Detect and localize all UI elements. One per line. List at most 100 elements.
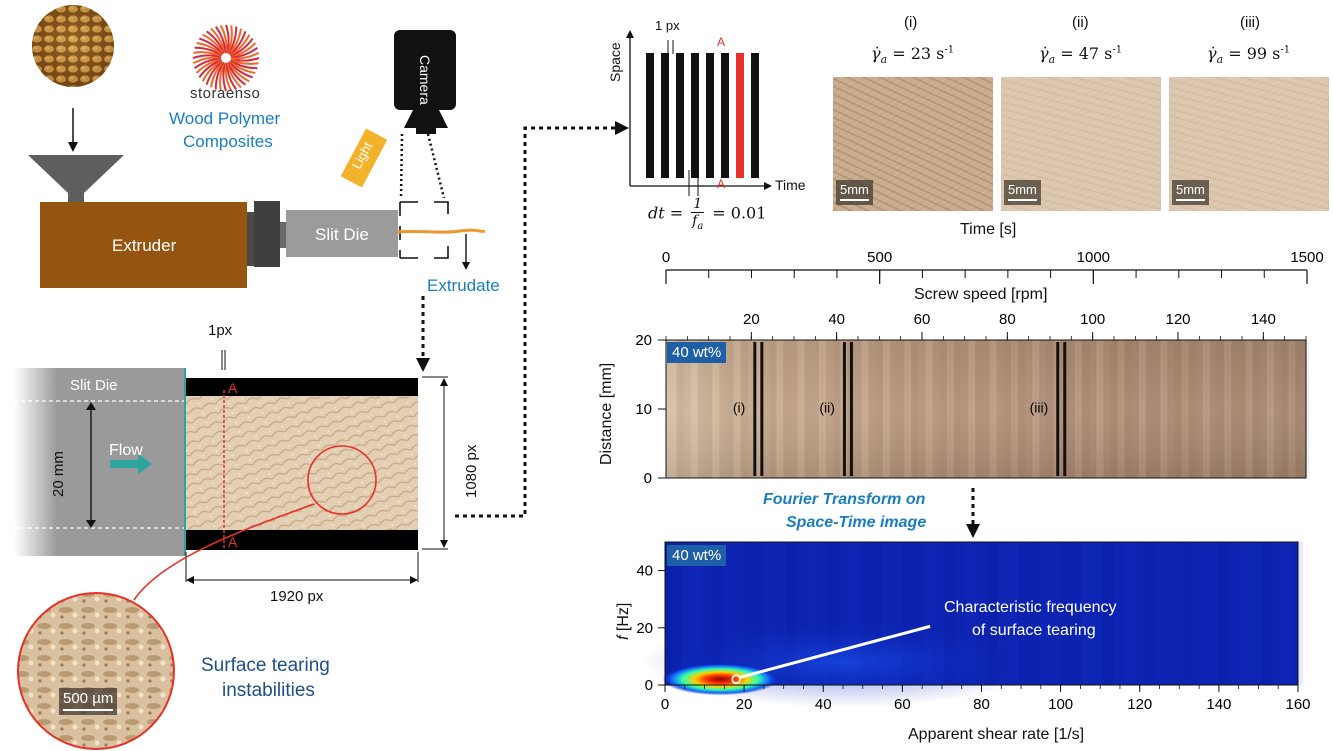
spectrum-column [1271, 542, 1283, 685]
extruder-label: Extruder [112, 236, 177, 255]
shear-rate-tick-label: 140 [1206, 696, 1231, 713]
zoom-scalebar-label: 500 µm [63, 690, 114, 707]
spectrum-column [1145, 542, 1156, 685]
spectrum-column [1018, 542, 1029, 685]
spacetime-bar [676, 53, 684, 178]
spectrum-column [986, 542, 998, 685]
spectrum-hotspot [662, 663, 779, 696]
spectrum-column [828, 542, 840, 685]
spectrum-column [965, 542, 977, 685]
screw-speed-label: Screw speed [rpm] [914, 286, 1048, 303]
spectrum-column [1028, 542, 1040, 685]
time-tick-label: 0 [662, 249, 670, 266]
screw-speed-tick-label: 20 [743, 311, 760, 328]
shear-rate-label: γ̇a = 47 s-1 [1039, 44, 1123, 67]
pixel-label: 1px [208, 322, 233, 339]
down-dashed-arrow [416, 296, 430, 372]
spectrum-column [680, 542, 692, 685]
die-view-slit-die-label: Slit Die [70, 377, 118, 394]
spacetime-tag: 40 wt% [667, 342, 727, 363]
distance-tick-label: 20 [635, 332, 652, 349]
spectrum-column [1060, 542, 1072, 685]
pellet-feed-arrow [68, 108, 78, 152]
screw-speed-tick-label: 80 [999, 311, 1016, 328]
spectrum-column [1039, 542, 1051, 685]
spectrum-column [1239, 542, 1251, 685]
spectrum-column [744, 542, 755, 685]
slit-die-block [286, 210, 398, 257]
screw-speed-tick-label: 140 [1251, 311, 1276, 328]
brand-name: storaenso [190, 85, 261, 102]
shear-rate-tick-label: 100 [1048, 696, 1073, 713]
spectrum-column [1197, 542, 1209, 685]
logo-center [221, 53, 231, 63]
spectrum-column [1282, 542, 1293, 685]
snapshot-label: (ii) [819, 399, 835, 415]
shear-rate-label: Apparent shear rate [1/s] [908, 726, 1085, 743]
spectrum-column [849, 542, 861, 685]
spectrum-column [786, 542, 797, 685]
storaenso-logo-icon [192, 24, 260, 92]
photo-label: (i) [904, 14, 918, 31]
spacetime-bar [751, 53, 759, 178]
screw-speed-tick-label: 100 [1080, 311, 1105, 328]
spectrum-column [1229, 542, 1240, 685]
spectrum-column [902, 542, 913, 685]
spectrum-column [891, 542, 903, 685]
spectrum-column [712, 542, 724, 685]
spectrum-column [1050, 542, 1061, 685]
spectrum-column [765, 542, 776, 685]
spacetime-bar [691, 53, 699, 178]
spectrum-column [1071, 542, 1082, 685]
spectrum-column [807, 542, 818, 685]
frequency-symbol: f [615, 635, 632, 640]
pellets-image [32, 5, 114, 87]
formula-denominator: fa [691, 213, 704, 232]
screw-speed-tick-label: 60 [914, 311, 931, 328]
snapshot-marker [753, 342, 757, 476]
snapshot-label: (iii) [1030, 399, 1049, 415]
photo-scalebar: 5mm [1004, 180, 1041, 205]
formula-den-symbol: f [692, 213, 698, 229]
spectrum-column [1187, 542, 1198, 685]
spacetime-bar [721, 53, 729, 178]
spectrum-column [1092, 542, 1103, 685]
spectrum-column [733, 542, 745, 685]
hopper [28, 155, 124, 203]
spacetime-bar [646, 53, 654, 178]
spectrum-column [775, 542, 787, 685]
snapshot-marker [1063, 342, 1067, 476]
spacetime-bar [661, 53, 669, 178]
slit-die-label: Slit Die [315, 225, 369, 244]
snapshot-marker [849, 342, 853, 476]
formula-den-sub: a [697, 220, 704, 232]
spectrum-column [1102, 542, 1114, 685]
spectrum-column [1261, 542, 1272, 685]
shear-rate-tick-label: 40 [815, 696, 832, 713]
snapshot-marker [1056, 342, 1060, 476]
photo-label: (iii) [1240, 14, 1260, 31]
connector-dashed-arrow [455, 121, 629, 518]
photo-label: (ii) [1072, 14, 1089, 31]
formula-numerator: 1 [691, 196, 705, 213]
spectrum-column [723, 542, 734, 685]
snapshot-label: (i) [733, 399, 745, 415]
transform-caption-1: Fourier Transform on [763, 491, 926, 508]
transform-dashed-arrow [966, 488, 980, 538]
distance-axis-label: Distance [mm] [598, 362, 615, 465]
spectrum-column [1250, 542, 1262, 685]
frequency-axis-label: f [Hz] [615, 603, 633, 640]
extruder-barrel [40, 202, 247, 288]
formula-rhs: = 0.01 [712, 203, 767, 223]
spectrum-column [870, 542, 882, 685]
annotation-line-1: Characteristic frequency [944, 599, 1117, 616]
time-axis-label: Time [s] [960, 221, 1017, 238]
spacetime-diagram [626, 30, 772, 196]
spectrum-column [997, 542, 1008, 685]
extrudate-label: Extrudate [427, 276, 500, 295]
width-px-label: 1920 px [270, 588, 324, 605]
shear-rate-label: γ̇a = 23 s-1 [871, 44, 955, 67]
spectrum-column [839, 542, 850, 685]
